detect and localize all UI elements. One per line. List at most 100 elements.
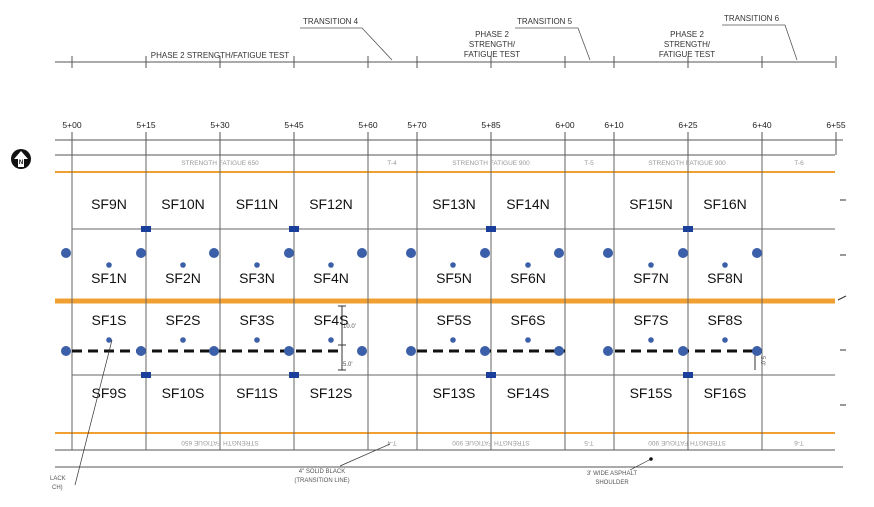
slab-label: SF16N: [703, 196, 747, 212]
gauge-point-small: [328, 262, 334, 268]
gauge-point-large: [603, 346, 613, 356]
phase-mid-line3: FATIGUE TEST: [464, 50, 520, 59]
slab-label: SF16S: [704, 385, 747, 401]
station-label: 5+15: [136, 120, 155, 130]
gauge-point-large: [136, 248, 146, 258]
gauge-point-small: [106, 262, 112, 268]
gauge-point-large: [284, 248, 294, 258]
transition-line-note-1: 4" SOLID BLACK: [299, 469, 345, 475]
left-cut-note-1: LACK: [50, 476, 66, 482]
shoulder-note-1: 3' WIDE ASPHALT: [587, 471, 637, 477]
phase-right-line2: STRENGTH/: [664, 40, 711, 49]
station-lines: [71, 56, 837, 155]
gauge-point-small: [180, 337, 186, 343]
slab-label: SF7S: [633, 312, 668, 328]
joint-markers: [141, 226, 693, 378]
north-label: N: [19, 160, 23, 166]
gauge-point-large: [357, 346, 367, 356]
slab-label: SF15N: [629, 196, 673, 212]
band-labels: STRENGTH FATIGUE 650 T-4 STRENGTH FATIGU…: [181, 160, 804, 446]
transition-line-note-2: (TRANSITION LINE): [294, 478, 349, 484]
gauge-point-large: [357, 248, 367, 258]
gauge-point-small: [525, 337, 531, 343]
shoulder-note-2: SHOULDER: [595, 480, 629, 486]
slab-label: SF12S: [310, 385, 353, 401]
joint-marker-lower: [289, 372, 299, 378]
gauge-point-large: [209, 346, 219, 356]
slab-label: SF14N: [506, 196, 550, 212]
transition-6-leader: [722, 24, 798, 61]
gauge-point-large: [136, 346, 146, 356]
slab-label: SF7N: [633, 270, 669, 286]
slab-label: SF15S: [630, 385, 673, 401]
joint-marker-upper: [683, 226, 693, 232]
band-top-sf650: STRENGTH FATIGUE 650: [181, 160, 259, 167]
slab-label: SF3S: [239, 312, 274, 328]
station-label: 6+10: [604, 120, 623, 130]
joint-marker-lower: [683, 372, 693, 378]
band-bottom-sf900b: STRENGTH FATIGUE 900: [648, 439, 726, 446]
left-cut-leader: [74, 339, 113, 486]
slab-label: SF8S: [707, 312, 742, 328]
joint-marker-lower: [486, 372, 496, 378]
station-label: 5+85: [481, 120, 500, 130]
joint-marker-upper: [141, 226, 151, 232]
slab-label: SF3N: [239, 270, 275, 286]
gauge-point-large: [406, 248, 416, 258]
slab-label: SF4N: [313, 270, 349, 286]
slab-label: SF2S: [165, 312, 200, 328]
transition-5-label: TRANSITION 5: [517, 17, 573, 26]
station-label: 5+30: [210, 120, 229, 130]
gauge-point-small: [180, 262, 186, 268]
slab-label: SF11S: [236, 385, 278, 401]
gauge-point-small: [525, 262, 531, 268]
band-top-t5: T-5: [584, 160, 594, 167]
slab-label: SF11N: [236, 196, 279, 212]
gauge-point-small: [450, 262, 456, 268]
station-label: 5+45: [284, 120, 303, 130]
gauge-point-large: [752, 346, 762, 356]
slab-label: SF13N: [432, 196, 476, 212]
gauge-point-small: [722, 262, 728, 268]
gauge-point-small: [254, 262, 260, 268]
slab-label: SF10N: [161, 196, 205, 212]
station-label: 6+25: [678, 120, 697, 130]
joint-marker-upper: [486, 226, 496, 232]
slab-label: SF9N: [91, 196, 127, 212]
station-label: 6+00: [555, 120, 574, 130]
phase-left-label: PHASE 2 STRENGTH/FATIGUE TEST: [151, 51, 290, 60]
slab-label: SF14S: [507, 385, 550, 401]
gauge-point-large: [554, 346, 564, 356]
slab-label: SF6S: [510, 312, 545, 328]
phase-right-line1: PHASE 2: [670, 30, 704, 39]
gauge-point-large: [554, 248, 564, 258]
band-top-t6: T-6: [794, 160, 804, 167]
band-bottom-sf900a: STRENGTH FATIGUE 900: [452, 439, 530, 446]
band-bottom-t5: T-5: [584, 439, 594, 446]
gauge-point-small: [328, 337, 334, 343]
station-label: 5+70: [407, 120, 426, 130]
gauge-point-small: [106, 337, 112, 343]
transition-4-label: TRANSITION 4: [303, 17, 359, 26]
gauge-dots: [61, 248, 762, 356]
transition-4-leader: [300, 27, 393, 61]
gauge-point-large: [209, 248, 219, 258]
gauge-point-large: [480, 248, 490, 258]
gauge-point-large: [752, 248, 762, 258]
phase-mid-line2: STRENGTH/: [469, 40, 516, 49]
dimension-10ft: 10.0': [343, 324, 356, 330]
gauge-point-large: [61, 248, 71, 258]
gauge-point-large: [678, 346, 688, 356]
slab-label: SF1N: [91, 270, 127, 286]
band-top-sf900b: STRENGTH FATIGUE 900: [648, 160, 726, 167]
slab-label: SF2N: [165, 270, 201, 286]
gauge-point-small: [648, 337, 654, 343]
left-cut-note-2: CH): [52, 485, 63, 491]
slab-label: SF6N: [510, 270, 546, 286]
station-label: 5+00: [62, 120, 81, 130]
band-top-sf900a: STRENGTH FATIGUE 900: [452, 160, 530, 167]
gauge-point-small: [254, 337, 260, 343]
slab-label: SF13S: [433, 385, 476, 401]
